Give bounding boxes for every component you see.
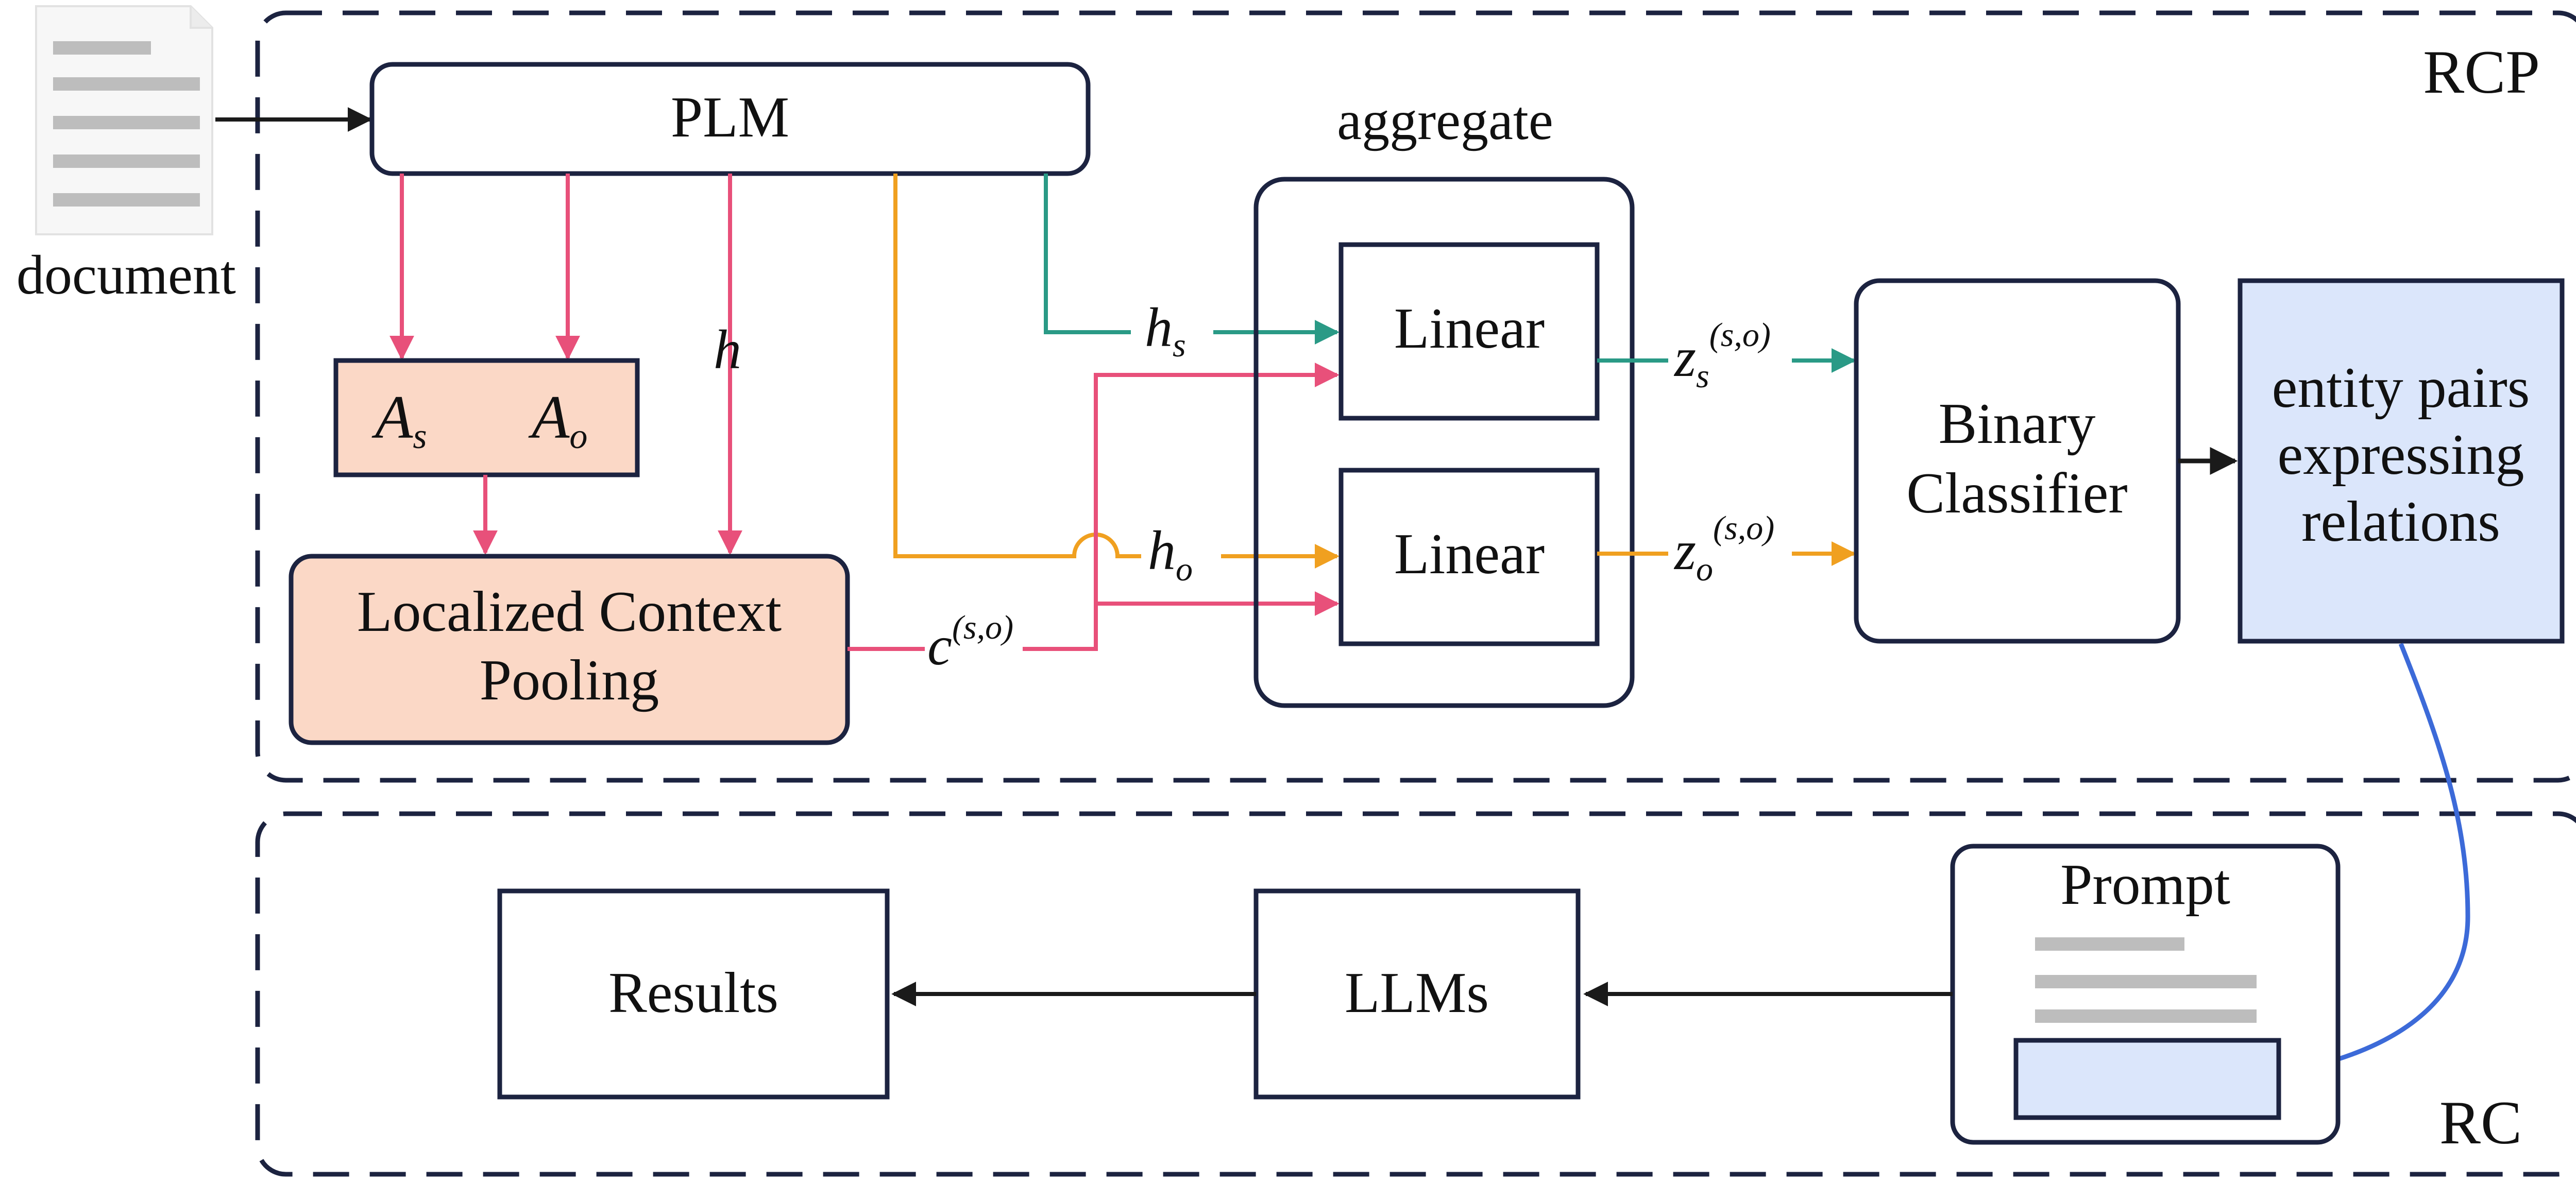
as-variable: As xyxy=(371,383,427,456)
results-box xyxy=(497,888,890,1100)
llms-box xyxy=(1253,888,1581,1100)
hs-variable: hs xyxy=(1145,297,1186,364)
rcp-region xyxy=(255,10,2576,783)
arrow-entity-pairs-to-prompt xyxy=(2278,643,2470,1083)
classifier-label-line2: Classifier xyxy=(1906,461,2127,525)
entity-pairs-line2: expressing xyxy=(2277,423,2524,487)
rc-region xyxy=(255,811,2576,1177)
arrow-ho-to-linear-bottom xyxy=(893,174,1340,569)
document-label: document xyxy=(16,245,236,306)
aggregate-box xyxy=(1253,177,1635,708)
linear-top-box xyxy=(1338,242,1600,421)
linear-top-label: Linear xyxy=(1394,297,1545,361)
prompt-text-line xyxy=(2035,975,2257,988)
h-variable: h xyxy=(714,319,741,381)
ho-variable: ho xyxy=(1148,520,1193,588)
attention-box xyxy=(333,358,640,477)
c-variable: c(s,o) xyxy=(927,609,1013,677)
arrow-c-to-linear-top xyxy=(1023,363,1340,651)
prompt-text-line xyxy=(2035,1009,2257,1023)
entity-pairs-line3: relations xyxy=(2301,490,2500,554)
prompt-entity-slot xyxy=(2013,1038,2281,1120)
zo-variable: zo(s,o) xyxy=(1673,509,1774,588)
prompt-text-line xyxy=(2035,937,2184,951)
results-label: Results xyxy=(608,961,778,1025)
arrow-hs-to-linear-top xyxy=(1044,174,1340,345)
binary-classifier-box xyxy=(1854,278,2181,644)
aggregate-title: aggregate xyxy=(1337,90,1553,151)
entity-pairs-line1: entity pairs xyxy=(2272,356,2530,420)
plm-label: PLM xyxy=(671,85,789,149)
linear-bottom-label: Linear xyxy=(1394,522,1545,586)
document-icon xyxy=(35,5,213,235)
rcp-region-label: RCP xyxy=(2423,38,2540,106)
lcp-label-line2: Pooling xyxy=(480,648,659,712)
prompt-title: Prompt xyxy=(2060,853,2230,917)
llms-label: LLMs xyxy=(1345,961,1489,1025)
lcp-label-line1: Localized Context xyxy=(357,580,782,644)
classifier-label-line1: Binary xyxy=(1939,392,2096,456)
rc-region-label: RC xyxy=(2439,1088,2522,1157)
entity-pairs-box xyxy=(2238,278,2565,644)
linear-bottom-box xyxy=(1338,468,1600,646)
ao-variable: Ao xyxy=(528,383,587,456)
zs-variable: zs(s,o) xyxy=(1673,316,1771,395)
